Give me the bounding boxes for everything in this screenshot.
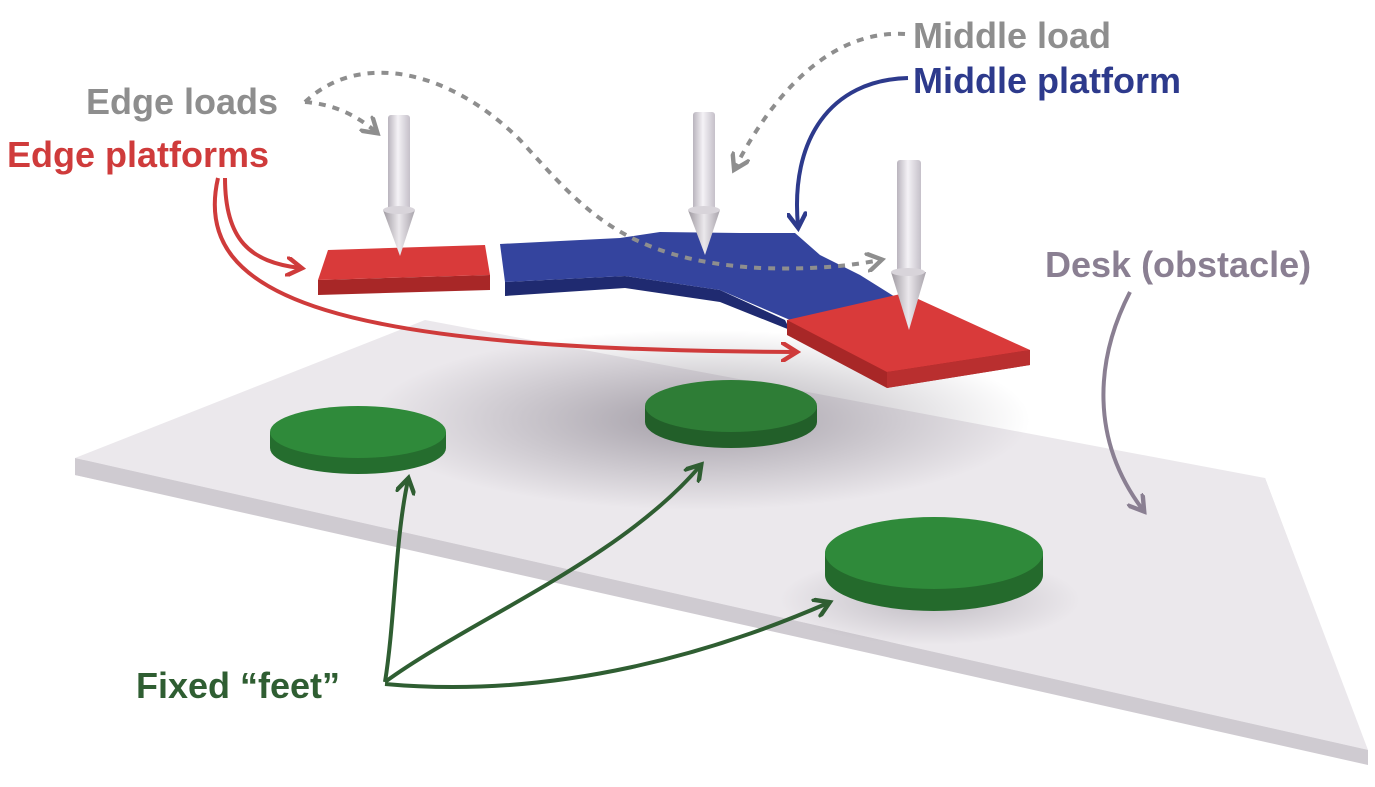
arrow-feet-right bbox=[384, 603, 828, 690]
arrow-edge-loads-right bbox=[303, 70, 880, 269]
arrow-feet-left bbox=[383, 480, 408, 683]
label-edge-platforms: Edge platforms bbox=[7, 134, 270, 175]
arrow-middle-platform bbox=[797, 76, 909, 226]
label-desk: Desk (obstacle) bbox=[1045, 244, 1312, 285]
label-middle-platform: Middle platform bbox=[913, 60, 1181, 101]
arrow-desk bbox=[1101, 291, 1143, 510]
fixed-foot-left bbox=[270, 406, 446, 474]
fixed-foot-middle bbox=[645, 380, 817, 448]
edge-platform-left bbox=[318, 245, 490, 295]
edge-platform-right bbox=[787, 293, 1030, 388]
edge-load-left bbox=[383, 115, 415, 256]
middle-load bbox=[688, 112, 720, 255]
arrow-edge-platforms-right bbox=[212, 177, 795, 352]
arrow-edge-platforms-left bbox=[223, 177, 300, 268]
label-fixed-feet: Fixed “feet” bbox=[136, 665, 341, 706]
arrow-feet-middle bbox=[383, 466, 700, 684]
edge-load-right bbox=[891, 160, 926, 330]
arrow-middle-load bbox=[735, 31, 906, 168]
fixed-foot-right bbox=[825, 517, 1043, 611]
middle-platform bbox=[500, 232, 900, 330]
arrow-edge-loads-left bbox=[304, 100, 376, 132]
label-middle-load: Middle load bbox=[913, 15, 1111, 56]
label-edge-loads: Edge loads bbox=[86, 81, 279, 122]
